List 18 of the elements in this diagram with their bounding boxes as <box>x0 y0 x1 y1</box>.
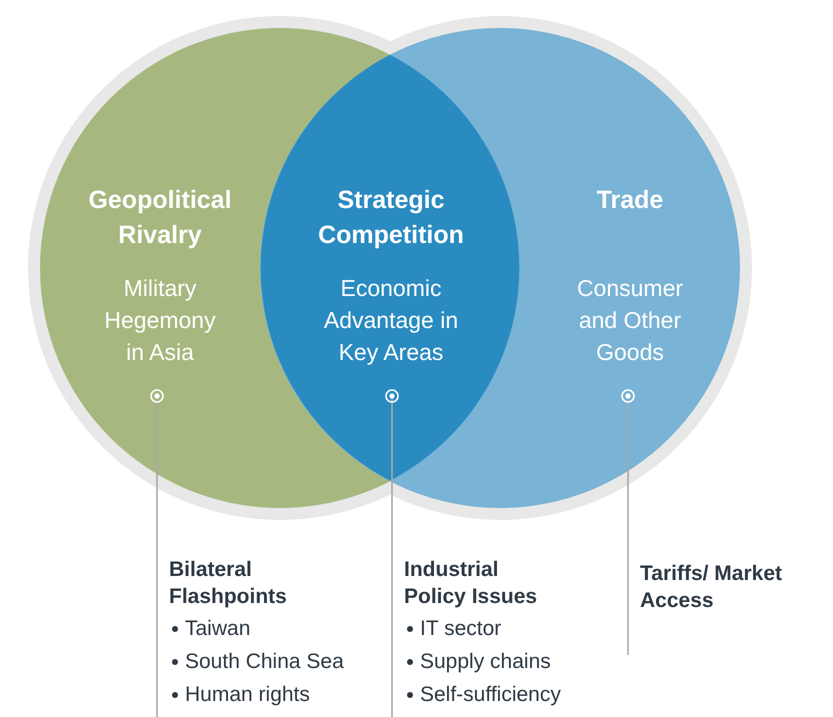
circle-text: Consumer and Other Goods <box>576 274 684 367</box>
leader-line <box>621 389 635 655</box>
list-item: IT sector <box>404 612 564 645</box>
list-heading: Bilateral Flashpoints <box>169 557 288 610</box>
circle-text: Economic Advantage in Key Areas <box>322 274 460 367</box>
list-item: Self-sufficiency <box>404 678 564 711</box>
circle-heading: Trade <box>596 185 664 216</box>
list-item: South China Sea <box>169 645 344 678</box>
list-item: Human rights <box>169 678 344 711</box>
list-heading: Industrial Policy Issues <box>404 557 538 610</box>
list-item: Supply chains <box>404 645 564 678</box>
list-item: Taiwan <box>169 612 344 645</box>
leader-line <box>150 389 164 717</box>
circle-heading: Geopolitical Rivalry <box>87 185 233 251</box>
leader-line <box>385 389 399 717</box>
circle-text: Military Hegemony in Asia <box>103 274 217 367</box>
circle-heading: Strategic Competition <box>317 185 465 251</box>
list-heading: Tariffs/ Market Access <box>640 561 783 614</box>
